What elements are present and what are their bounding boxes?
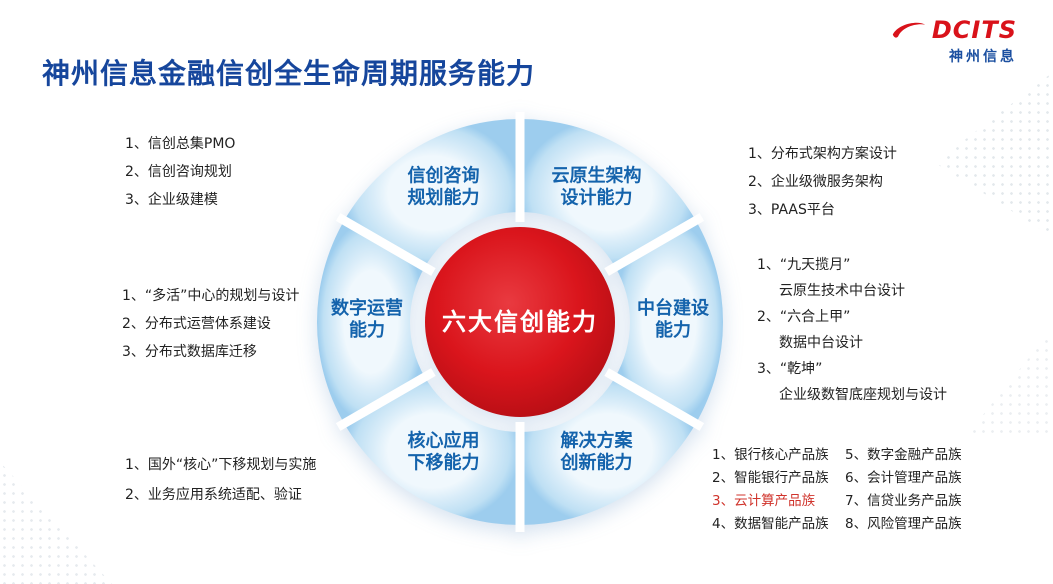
dcits-logo: DCITS 神州信息 <box>891 16 1017 66</box>
list-item: 3、“乾坤” <box>757 361 823 377</box>
dot-pattern-right <box>968 328 1053 433</box>
list-item: 数据中台设计 <box>779 335 863 351</box>
list-item: 2、分布式运营体系建设 <box>122 316 271 332</box>
wheel-segment-label-middle-platform: 中台建设能力 <box>637 297 709 341</box>
list-item: 2、企业级微服务架构 <box>748 174 883 190</box>
list-consulting-planning: 1、信创总集PMO 2、信创咨询规划 3、企业级建模 <box>125 130 235 214</box>
list-item: 3、分布式数据库迁移 <box>122 344 257 360</box>
wheel-segment-label-cloud-native-arch: 云原生架构设计能力 <box>552 164 642 208</box>
list-item: 3、PAAS平台 <box>748 202 835 218</box>
wheel-divider <box>335 368 436 431</box>
list-solution-products-col1: 1、银行核心产品族 2、智能银行产品族 3、云计算产品族 4、数据智能产品族 <box>712 444 829 536</box>
center-label: 六大信创能力 <box>442 308 598 336</box>
logo-brand-text: DCITS <box>931 16 1017 44</box>
list-item: 1、分布式架构方案设计 <box>748 146 897 162</box>
list-item: 5、数字金融产品族 <box>845 447 962 463</box>
list-item: 云原生技术中台设计 <box>779 283 905 299</box>
list-item: 企业级数智底座规划与设计 <box>779 387 947 403</box>
wheel-segment-cloud-native-arch <box>520 119 696 267</box>
wheel-divider <box>604 368 705 431</box>
list-middle-platform: 1、“九天揽月” 云原生技术中台设计 2、“六合上甲” 数据中台设计 3、“乾坤… <box>757 252 947 408</box>
dcits-swoosh-icon <box>892 22 926 38</box>
list-item: 2、业务应用系统适配、验证 <box>125 487 302 503</box>
list-item: 2、信创咨询规划 <box>125 164 232 180</box>
list-item: 6、会计管理产品族 <box>845 470 962 486</box>
wheel-segment-middle-platform <box>615 220 723 424</box>
wheel-segment-label-core-app-migration: 核心应用下移能力 <box>408 430 480 474</box>
list-item: 8、风险管理产品族 <box>845 516 962 532</box>
list-item-highlighted: 3、云计算产品族 <box>712 493 816 509</box>
list-digital-operation: 1、“多活”中心的规划与设计 2、分布式运营体系建设 3、分布式数据库迁移 <box>122 282 299 366</box>
wheel-divider <box>604 213 705 276</box>
list-item: 1、银行核心产品族 <box>712 447 829 463</box>
list-solution-products-col2: 5、数字金融产品族 6、会计管理产品族 7、信贷业务产品族 8、风险管理产品族 <box>845 444 962 536</box>
list-item: 1、“多活”中心的规划与设计 <box>122 288 300 304</box>
wheel-segment-digital-operation <box>317 220 425 424</box>
list-item: 1、“九天揽月” <box>757 257 851 273</box>
slide-title: 神州信息金融信创全生命周期服务能力 <box>42 57 536 90</box>
list-item: 2、“六合上甲” <box>757 309 851 325</box>
list-item: 4、数据智能产品族 <box>712 516 829 532</box>
wheel-divider <box>335 213 436 276</box>
wheel-segment-xinchuang-consulting <box>344 119 520 267</box>
list-item: 1、信创总集PMO <box>125 136 236 152</box>
dot-pattern-top-right <box>935 72 1053 237</box>
center-circle <box>425 227 615 417</box>
wheel-segment-label-solution-innovation: 解决方案创新能力 <box>560 430 634 474</box>
list-cloud-native: 1、分布式架构方案设计 2、企业级微服务架构 3、PAAS平台 <box>748 140 897 224</box>
wheel-segment-core-app-migration <box>344 377 520 525</box>
list-core-app-migration: 1、国外“核心”下移规划与实施 2、业务应用系统适配、验证 <box>125 450 316 510</box>
dot-pattern-bottom-left <box>0 462 112 584</box>
list-item: 7、信贷业务产品族 <box>845 493 962 509</box>
list-item: 2、智能银行产品族 <box>712 470 829 486</box>
wheel-segment-label-digital-operation: 数字运营能力 <box>331 297 403 341</box>
logo-brand-cn-text: 神州信息 <box>949 49 1017 65</box>
list-item: 1、国外“核心”下移规划与实施 <box>125 457 317 473</box>
wheel-segment-label-xinchuang-consulting: 信创咨询规划能力 <box>408 164 480 208</box>
wheel-segment-solution-innovation <box>520 377 696 525</box>
list-item: 3、企业级建模 <box>125 192 218 208</box>
